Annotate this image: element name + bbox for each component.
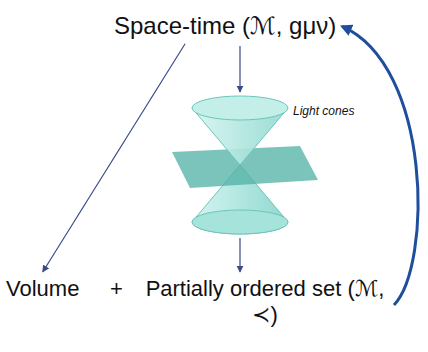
node-text: Space-time (ℳ, gμν): [114, 12, 336, 41]
text-node: Space-time (ℳ, gμν): [114, 12, 336, 41]
arrow-line: [43, 44, 185, 272]
text-node: Partially ordered set (ℳ, ≺): [140, 276, 390, 329]
text-node: Volume: [6, 276, 79, 302]
plus-sign: +: [110, 276, 123, 302]
node-text: Volume: [6, 276, 79, 302]
annotation-label: Light cones: [293, 104, 354, 118]
node-text: Partially ordered set (ℳ, ≺): [140, 276, 390, 329]
curved-arrow: [342, 26, 418, 305]
